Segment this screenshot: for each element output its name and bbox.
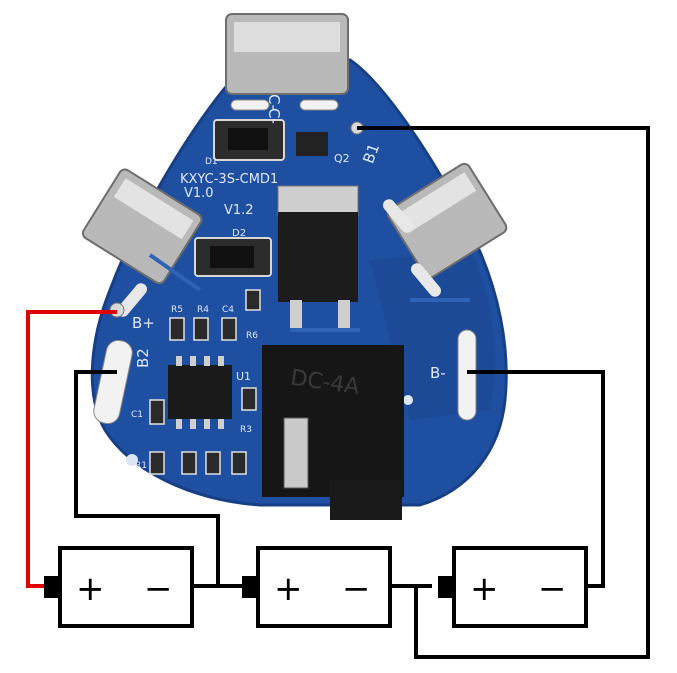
label-d1: D1 <box>205 157 218 167</box>
battery-cell-3: + − <box>438 546 588 628</box>
label-model: KXYC-3S-CMD1 <box>180 172 278 187</box>
pcb-traces <box>148 253 470 332</box>
label-q2: Q2 <box>334 152 350 165</box>
label-c1: C1 <box>131 410 143 420</box>
pcb-board: C- C- B1 Q2 D1 KXYC-3S-CMD1 V1.0 V1.2 D2… <box>81 13 508 520</box>
label-r1: R1 <box>135 461 147 471</box>
pad-slot-right-lower <box>411 263 441 297</box>
label-r5: R5 <box>171 305 183 315</box>
mosfet-body <box>278 212 358 302</box>
mosfet-tab <box>277 185 359 217</box>
label-r3: R3 <box>240 425 252 435</box>
transistor-q2 <box>296 132 328 156</box>
pad-b-minus <box>457 329 477 421</box>
label-c-minus-2: C- <box>265 108 283 124</box>
label-r4: R4 <box>197 305 209 315</box>
label-version: V1.0 <box>184 186 214 201</box>
cell-1-minus: − <box>144 569 173 609</box>
mount-hole-bottom-right <box>403 395 413 405</box>
pad-c-minus-right <box>299 99 339 111</box>
cell-1-plus: + <box>76 569 105 609</box>
label-r6: R6 <box>246 331 258 341</box>
mount-hole-bottom-left <box>126 454 138 466</box>
pad-b2 <box>93 339 133 425</box>
pad-slot-left <box>117 283 147 317</box>
label-b-minus: B- <box>430 364 446 382</box>
label-c4: C4 <box>222 305 234 315</box>
passive-components <box>149 289 261 475</box>
battery-cell-1: + − <box>44 546 194 628</box>
wire-b-minus <box>467 370 605 588</box>
label-version-alt: V1.2 <box>224 203 254 218</box>
wires <box>26 126 650 659</box>
pad-slot-right-upper <box>383 199 413 233</box>
tab-b-plus <box>81 168 203 285</box>
wire-b-plus-red <box>26 310 117 588</box>
cell-2-minus: − <box>342 569 371 609</box>
label-b-plus: B+ <box>132 314 155 332</box>
battery-cell-2: + − <box>242 546 392 628</box>
dc-jack <box>262 345 404 497</box>
label-b2: B2 <box>134 348 152 368</box>
label-b1: B1 <box>359 141 383 166</box>
cell-2-plus: + <box>274 569 303 609</box>
cell-3-minus: − <box>538 569 567 609</box>
cell-3-plus: + <box>470 569 499 609</box>
ic-u1 <box>168 365 232 419</box>
label-u1: U1 <box>236 370 251 383</box>
tab-b1 <box>386 162 508 279</box>
label-c-minus-1: C- <box>265 94 283 110</box>
pad-c-minus-left <box>230 99 270 111</box>
label-d2: D2 <box>232 228 246 239</box>
